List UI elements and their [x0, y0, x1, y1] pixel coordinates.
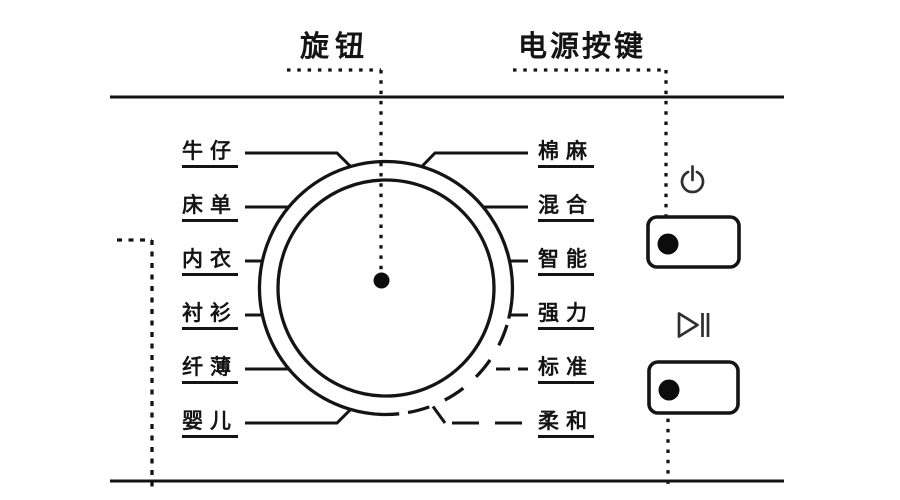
- program-label-standard: 标准: [538, 356, 594, 384]
- program-label-underwear: 内衣: [182, 248, 238, 276]
- power-icon: [680, 165, 705, 194]
- program-label-mixed: 混合: [538, 194, 594, 222]
- knob-pointer-dot: [373, 272, 390, 289]
- tick-baby: [245, 408, 352, 425]
- program-label-gentle: 柔和: [538, 410, 594, 438]
- power-button[interactable]: [646, 215, 741, 269]
- program-label-thin: 纤薄: [182, 356, 238, 384]
- power-button-indicator-dot: [657, 233, 679, 255]
- knob-callout-label: 旋钮: [300, 29, 371, 63]
- tick-gentle-diagonal: [431, 405, 447, 424]
- knob-outer-ring-solid-arc: [257, 159, 515, 417]
- program-label-cotton-linen: 棉麻: [538, 140, 594, 168]
- knob-dial[interactable]: [257, 159, 515, 417]
- tick-cotton-linen: [420, 151, 528, 168]
- program-label-smart: 智能: [538, 248, 594, 276]
- program-label-strong: 强力: [538, 302, 594, 330]
- power-callout-label: 电源按键: [518, 29, 647, 63]
- play-pause-icon: [677, 312, 710, 338]
- knob-outer-ring-dashed-arc: [399, 324, 509, 416]
- program-label-denim: 牛仔: [182, 140, 238, 168]
- program-label-baby: 婴儿: [182, 410, 238, 438]
- tick-denim: [245, 151, 352, 168]
- knob-inner-ring: [276, 178, 496, 398]
- program-label-sheets: 床单: [182, 194, 238, 222]
- power-button-body[interactable]: [646, 215, 741, 269]
- program-label-shirts: 衬衫: [182, 302, 238, 330]
- start-pause-button[interactable]: [647, 360, 740, 415]
- start-pause-button-indicator-dot: [658, 379, 680, 401]
